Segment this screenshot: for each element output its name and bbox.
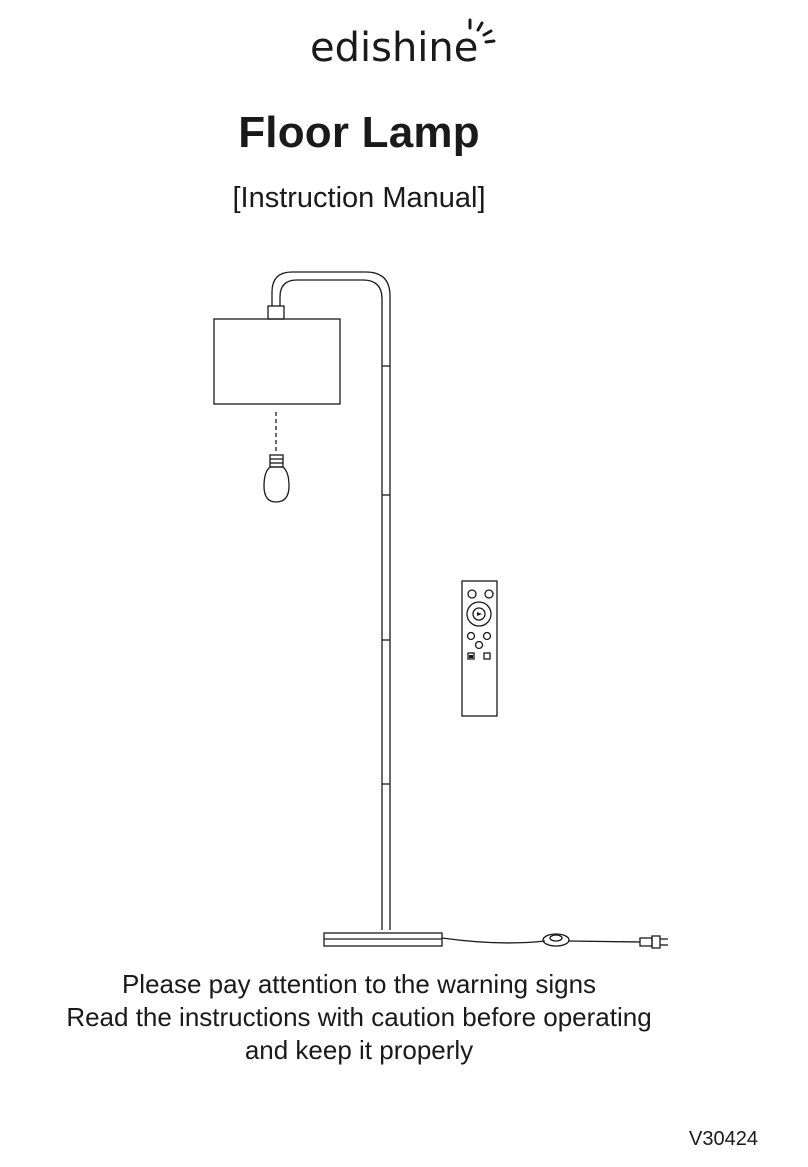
warning-notice: Please pay attention to the warning sign… — [0, 968, 718, 1067]
brand-logo-icon: edishine — [310, 18, 496, 70]
floor-lamp-icon — [213, 271, 641, 947]
brand-logo: edishine — [0, 14, 808, 75]
notice-line-3: and keep it properly — [244, 1035, 474, 1065]
brand-wordmark: edishine — [310, 25, 478, 70]
notice-line-1: Please pay attention to the warning sign… — [121, 969, 597, 999]
plug-icon — [639, 935, 668, 949]
page-subtitle: [Instruction Manual] — [232, 182, 486, 214]
notice-line-2: Read the instructions with caution befor… — [66, 1002, 652, 1032]
page-title: Floor Lamp — [238, 108, 480, 157]
remote-control-icon — [461, 580, 498, 717]
foot-switch-icon — [542, 933, 570, 947]
version-code: V30424 — [689, 1128, 758, 1150]
light-bulb-icon — [263, 412, 290, 503]
